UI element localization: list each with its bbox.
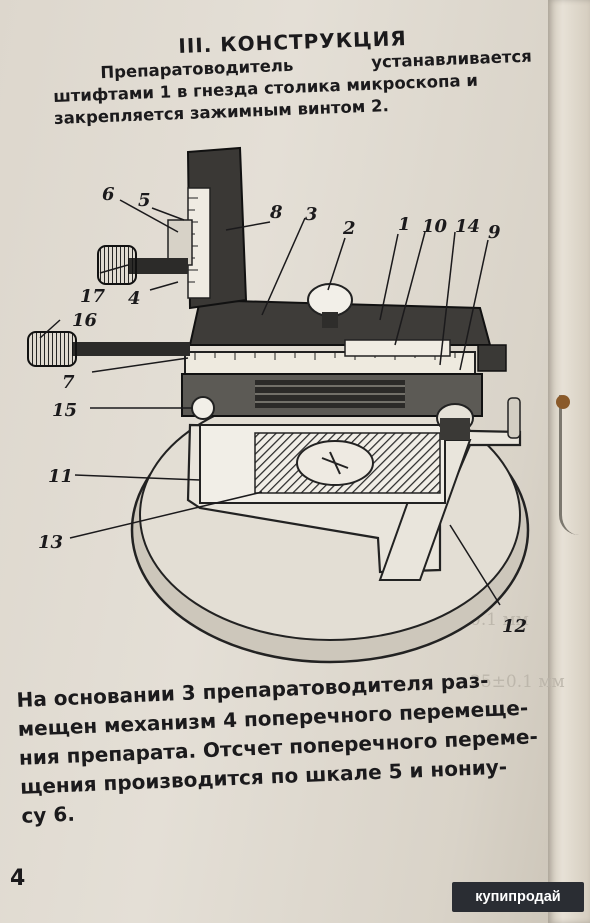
specimen-mark xyxy=(321,451,349,475)
callout-10: 10 xyxy=(422,216,448,237)
callout-5: 5 xyxy=(138,190,151,211)
vernier-plate xyxy=(167,219,193,266)
cross-feed-knob xyxy=(97,245,137,285)
stage-screw-body xyxy=(440,418,470,440)
long-feed-shaft xyxy=(72,342,190,356)
callout-17: 17 xyxy=(80,286,106,307)
callout-7: 7 xyxy=(62,372,75,393)
clamp-screw-stem xyxy=(322,312,338,328)
bleed-text-1: 0.1 мм xyxy=(470,610,529,630)
pin-15 xyxy=(191,396,215,420)
clamp-screw-cap xyxy=(307,283,353,317)
carriage-rail xyxy=(344,339,451,357)
callout-1: 1 xyxy=(398,214,411,235)
rust-spot xyxy=(556,395,570,409)
callout-2: 2 xyxy=(342,218,356,239)
callout-8: 8 xyxy=(269,202,283,223)
cross-feed-shaft xyxy=(128,258,188,274)
page-number: 4 xyxy=(10,866,26,891)
rail-ridges xyxy=(255,385,405,403)
leader-lines xyxy=(39,199,501,606)
carriage-end xyxy=(477,344,507,372)
callout-16: 16 xyxy=(72,310,98,331)
callout-12: 12 xyxy=(502,616,527,637)
page-edge xyxy=(548,0,590,923)
callout-15: 15 xyxy=(52,400,77,421)
long-feed-knob xyxy=(27,331,77,367)
callout-4: 4 xyxy=(128,288,141,309)
microscope-stage-diagram: 6 5 8 3 2 1 10 14 9 17 4 16 7 15 11 13 1… xyxy=(27,146,530,664)
callout-11: 11 xyxy=(48,466,73,487)
callout-14: 14 xyxy=(455,216,480,237)
bleed-text-2: 25±0.1 мм xyxy=(470,672,565,692)
callout-9: 9 xyxy=(488,222,501,243)
body-paragraph: На основании 3 препаратоводителя раз- ме… xyxy=(16,663,582,831)
binding-spiral xyxy=(559,395,582,535)
watermark-badge: купипродай xyxy=(452,882,584,912)
side-clip xyxy=(507,397,521,439)
callout-13: 13 xyxy=(38,532,63,553)
callout-6: 6 xyxy=(102,184,115,205)
callout-3: 3 xyxy=(305,204,318,225)
